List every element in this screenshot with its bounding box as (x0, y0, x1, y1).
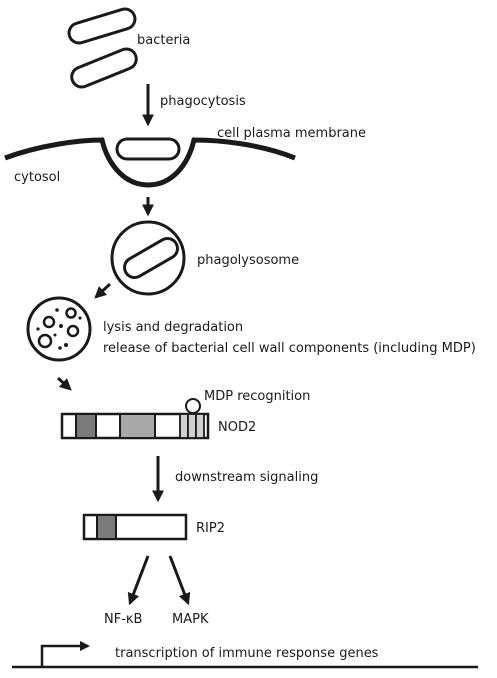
nod2-protein (60, 412, 210, 440)
label-membrane: cell plasma membrane (217, 126, 366, 141)
bacterium-bottom (70, 47, 138, 89)
label-release: release of bacterial cell wall component… (103, 341, 476, 356)
arrow-to-nod2 (56, 376, 72, 391)
label-nfkb: NF-κB (104, 612, 142, 627)
label-cytosol: cytosol (14, 170, 60, 185)
bacterium-engulfed (115, 137, 181, 161)
arrow-to-lysis (94, 282, 112, 299)
label-phagolysosome: phagolysosome (197, 253, 299, 268)
label-phagocytosis: phagocytosis (160, 94, 246, 109)
bacterium-top (67, 7, 137, 45)
label-mdp-recognition: MDP recognition (204, 389, 310, 404)
bacterium-in-phagolysosome (123, 237, 179, 279)
lysis-vesicle (26, 296, 92, 362)
label-bacteria: bacteria (137, 33, 190, 48)
label-mapk: MAPK (172, 612, 209, 627)
arrow-to-mapk (168, 555, 191, 606)
label-rip2: RIP2 (196, 521, 225, 536)
label-downstream: downstream signaling (175, 470, 318, 485)
mdp-ligand (185, 398, 201, 414)
label-transcription: transcription of immune response genes (115, 646, 379, 661)
cell-plasma-membrane (4, 137, 296, 188)
label-nod2: NOD2 (218, 420, 256, 435)
arrow-to-nfkb (127, 555, 150, 606)
transcription-start-arrow (40, 641, 90, 667)
rip2-protein (82, 513, 188, 541)
label-lysis: lysis and degradation (103, 320, 243, 335)
